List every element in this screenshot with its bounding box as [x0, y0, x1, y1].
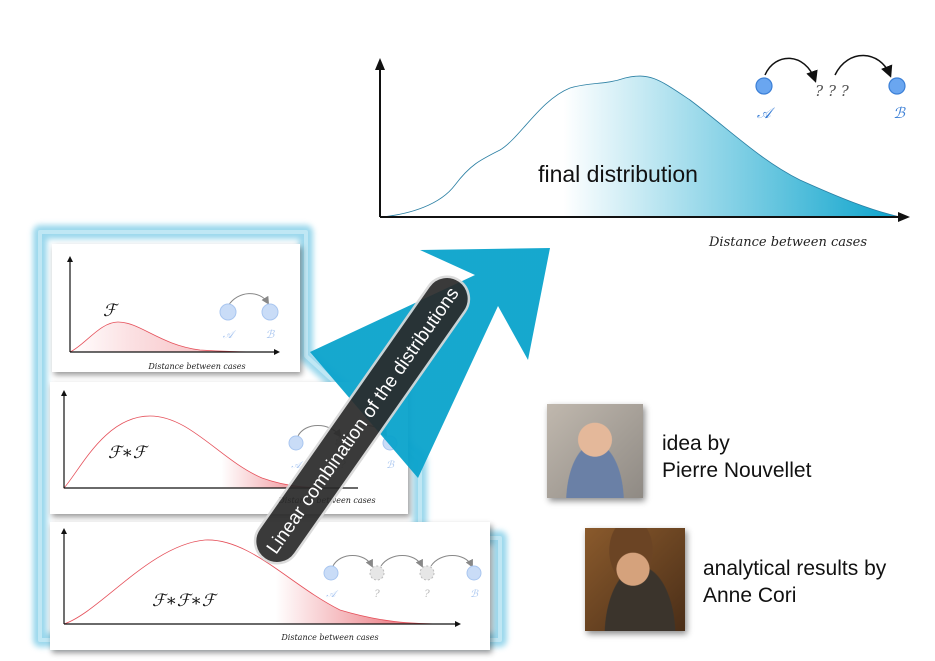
final-node-b-label: ℬ [893, 104, 906, 122]
credit-1-role: idea by [662, 432, 730, 455]
panel-3-node-a-label: 𝒜 [326, 589, 339, 600]
panel-3-hop-arrow-2 [380, 555, 423, 568]
final-xlabel: Distance between cases [708, 235, 867, 250]
panel-3-node-mid-1-label: ? [374, 589, 380, 600]
panel-2-node-b-label: ℬ [386, 460, 395, 471]
panel-2-node-a-label: 𝒜 [291, 460, 304, 471]
panel-3-node-b [466, 565, 482, 581]
final-panel: final distribution Distance between case… [375, 54, 910, 250]
final-node-a-label: 𝒜 [757, 104, 776, 122]
panel-1-hop-arrow [227, 293, 270, 307]
final-node-b [888, 77, 906, 95]
credit-1-name: Pierre Nouvellet [662, 459, 812, 482]
panel-1-label: ℱ [103, 301, 120, 321]
panel-2-label: ℱ∗ℱ [108, 443, 150, 463]
panel-3-node-a [323, 565, 339, 581]
credit-1: idea by Pierre Nouvellet [662, 430, 811, 484]
anne-cori-photo [585, 528, 685, 631]
final-distribution-label: final distribution [538, 161, 698, 187]
panel-3-hop-arrow-3 [430, 555, 473, 568]
final-unknown-label: ? ? ? [815, 82, 850, 100]
panel-1-node-b [261, 303, 279, 321]
panel-3-node-mid-1 [369, 565, 385, 581]
pierre-nouvellet-photo [547, 404, 643, 498]
small-panel-1: ℱ Distance between cases 𝒜 ℬ [52, 244, 300, 372]
credit-2-name: Anne Cori [703, 584, 797, 607]
panel-3-xlabel: Distance between cases [280, 633, 378, 642]
panel-3-node-b-label: ℬ [470, 589, 479, 600]
final-node-a [755, 77, 773, 95]
panel-1-xlabel: Distance between cases [147, 362, 245, 371]
panel-3-hop-arrow-1 [332, 555, 373, 568]
final-hop-arrow-1 [764, 57, 818, 83]
credit-2: analytical results by Anne Cori [703, 555, 886, 609]
panel-1-node-a [219, 303, 237, 321]
panel-1-node-b-label: ℬ [266, 328, 276, 341]
panel-2-node-a [288, 435, 304, 451]
panel-3-node-mid-2 [419, 565, 435, 581]
final-hop-arrow-2 [834, 54, 893, 78]
panel-3-node-mid-2-label: ? [424, 589, 430, 600]
panel-3-label: ℱ∗ℱ∗ℱ [152, 591, 219, 611]
credit-2-role: analytical results by [703, 557, 887, 580]
